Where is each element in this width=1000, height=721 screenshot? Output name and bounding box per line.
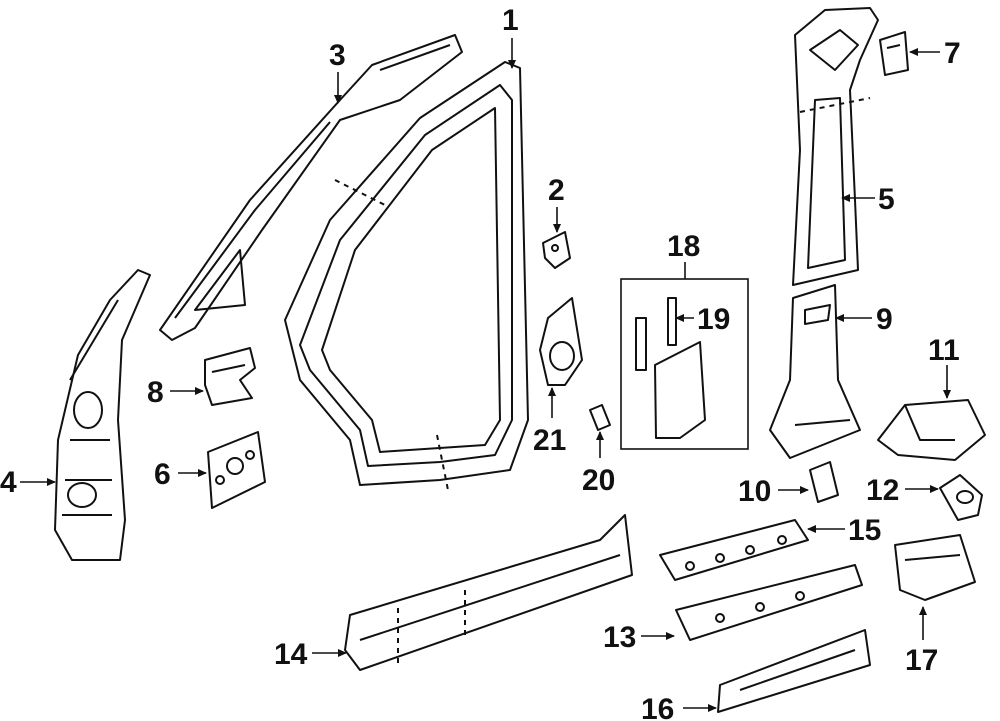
callout-21: 21 — [533, 424, 566, 457]
part-9-b-pillar-inner[interactable] — [769, 284, 861, 459]
part-19-clip[interactable] — [635, 297, 677, 371]
callout-8: 8 — [147, 376, 164, 409]
callout-16: 16 — [641, 693, 674, 721]
part-15-reinforcement[interactable] — [659, 519, 809, 581]
part-11-bracket[interactable] — [877, 399, 986, 461]
callout-6: 6 — [154, 458, 171, 491]
leader-lines — [20, 38, 951, 712]
callout-13: 13 — [603, 621, 636, 654]
part-18-cover[interactable] — [654, 341, 706, 439]
callout-19: 19 — [697, 303, 730, 336]
callout-7: 7 — [944, 37, 961, 70]
part-16-rocker-reinforcement[interactable] — [717, 629, 871, 713]
part-7-panel[interactable] — [879, 31, 909, 76]
part-20-plug[interactable] — [589, 404, 611, 431]
part-8-bracket[interactable] — [204, 347, 256, 406]
callout-2: 2 — [548, 174, 565, 207]
part-5-b-pillar[interactable] — [792, 7, 879, 286]
callout-14: 14 — [274, 638, 308, 671]
part-14-rocker-outer[interactable] — [344, 514, 633, 671]
callout-9: 9 — [876, 303, 893, 336]
callout-3: 3 — [329, 39, 346, 72]
callout-5: 5 — [878, 183, 895, 216]
part-21-plate[interactable] — [539, 297, 583, 386]
part-6-bracket[interactable] — [207, 431, 266, 509]
callout-15: 15 — [848, 514, 881, 547]
callout-10: 10 — [738, 475, 771, 508]
callout-18: 18 — [667, 230, 700, 263]
callout-20: 20 — [582, 464, 615, 497]
part-3-pillar-reinforcement[interactable] — [159, 34, 463, 341]
part-13-rocker-inner[interactable] — [675, 564, 863, 641]
part-1-door-frame[interactable] — [284, 61, 529, 491]
part-10-bracket[interactable] — [809, 461, 839, 503]
callout-numbers: 1 2 3 4 5 6 7 8 9 10 11 12 13 14 15 16 1… — [0, 4, 961, 721]
part-2-bracket[interactable] — [542, 231, 571, 269]
callout-4: 4 — [0, 466, 17, 499]
callout-12: 12 — [866, 474, 899, 507]
callout-17: 17 — [905, 644, 938, 677]
callout-11: 11 — [928, 334, 960, 367]
part-17-bracket[interactable] — [894, 534, 976, 601]
part-4-a-pillar-inner[interactable] — [54, 269, 151, 561]
part-12-plug[interactable] — [939, 474, 983, 521]
callout-1: 1 — [502, 4, 519, 37]
